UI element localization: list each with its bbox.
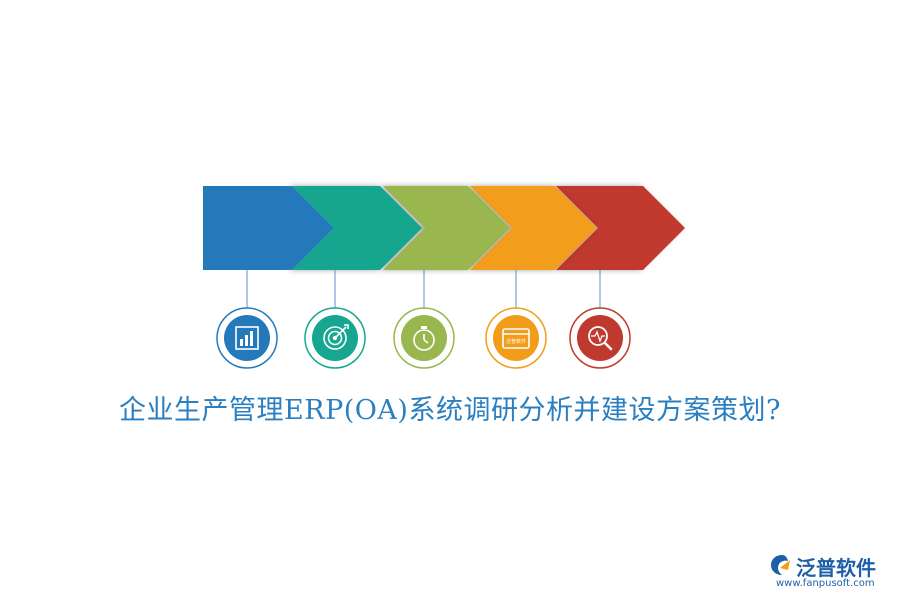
calendar-board-icon: 泛普软件 [485,307,547,369]
process-arrow-3 [383,186,510,270]
process-arrow-5 [556,186,685,270]
stopwatch-icon [393,307,455,369]
brand-name: 泛普软件 [796,556,876,580]
process-arrow-4 [470,186,597,270]
bar-chart-icon [216,307,278,369]
process-arrow-1 [203,186,334,270]
brand-url: www.fanpusoft.com [776,578,875,589]
target-icon [304,307,366,369]
page-title: 企业生产管理ERP(OA)系统调研分析并建设方案策划? [119,395,781,426]
magnifier-pulse-icon [569,307,631,369]
calendar-board-label: 泛普软件 [506,338,526,345]
fanpu-logo-icon [771,555,790,575]
process-arrow-2 [292,186,422,270]
brand-logo: 泛普软件 www.fanpusoft.com [768,552,893,596]
